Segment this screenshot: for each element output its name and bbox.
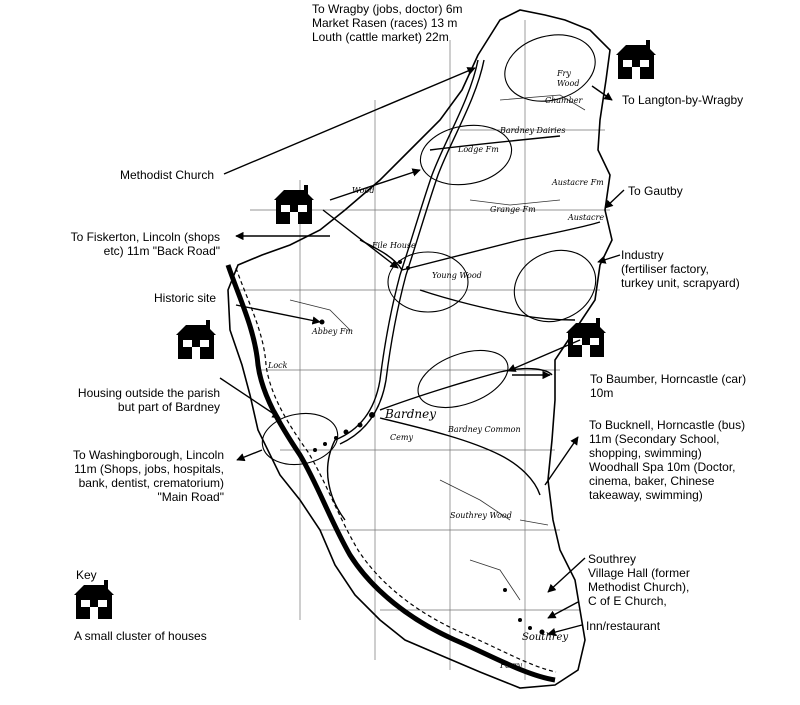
- arrow-langton: [591, 85, 613, 101]
- annotation-line: Woodhall Spa 10m (Doctor,: [589, 460, 736, 474]
- annotation-line: 11m (Shops, jobs, hospitals,: [74, 462, 224, 476]
- annotation-line: etc) 11m "Back Road": [103, 244, 220, 258]
- map-label: Young Wood: [432, 271, 482, 280]
- parish-boundary: [227, 9, 613, 689]
- annotation-industry: Industry (fertiliser factory, turkey uni…: [621, 248, 740, 290]
- map-label: File House: [371, 241, 416, 250]
- annotation-line: cinema, baker, Chinese: [589, 474, 715, 488]
- annotation-line: Village Hall (former: [588, 566, 690, 580]
- annotation-southrey: Southrey Village Hall (former Methodist …: [588, 552, 690, 608]
- arrow-housing-1: [322, 209, 399, 269]
- map-label: Grange Fm: [490, 205, 536, 214]
- annotation-line: 11m (Secondary School,: [589, 432, 720, 446]
- annotation-line: To Baumber, Horncastle (car): [590, 372, 747, 386]
- arrow-southrey-2: [547, 601, 579, 619]
- arrow-baumber-house: [507, 339, 581, 372]
- circle-housing-outside: [261, 412, 339, 466]
- key-description: A small cluster of houses: [74, 629, 207, 643]
- annotation-washingborough: To Washingborough, Lincoln 11m (Shops, j…: [52, 448, 224, 504]
- river-witham: [225, 264, 556, 683]
- annotation-bucknell: To Bucknell, Horncastle (bus) 11m (Secon…: [589, 418, 745, 502]
- map-label: Fry: [556, 69, 571, 78]
- annotation-line: Methodist Church),: [588, 580, 690, 594]
- annotation-housing-outside: Housing outside the parish but part of B…: [60, 386, 220, 414]
- house-cluster-icon: [566, 318, 606, 357]
- map-label: Wood: [352, 186, 374, 195]
- annotation-methodist-church: Methodist Church: [120, 168, 215, 182]
- map-label: Bardney: [384, 407, 436, 421]
- annotation-line: Housing outside the parish: [77, 386, 220, 400]
- map-label: Austacre Fm: [551, 178, 604, 187]
- annotation-wragby: To Wragby (jobs, doctor) 6m Market Rasen…: [312, 2, 463, 44]
- circle-lodge-fm: [419, 124, 513, 186]
- arrow-housing-2: [329, 168, 421, 201]
- annotation-langton: To Langton-by-Wragby: [622, 93, 744, 107]
- annotation-line: takeaway, swimming): [589, 488, 703, 502]
- annotation-line: To Bucknell, Horncastle (bus): [589, 418, 746, 432]
- map-label: Southrey: [522, 632, 568, 643]
- house-cluster-icon: [176, 320, 216, 359]
- annotation-fiskerton: To Fiskerton, Lincoln (shops etc) 11m "B…: [60, 230, 220, 258]
- arrow-bucknell: [544, 436, 579, 486]
- annotation-line: C of E Church,: [588, 594, 667, 608]
- annotation-line: To Washingborough, Lincoln: [73, 448, 224, 462]
- map-grid: [240, 20, 610, 680]
- arrow-housing-outside: [219, 377, 281, 419]
- map-label: Austacre: [567, 213, 604, 222]
- map-label: Bardney Common: [447, 425, 521, 434]
- map-label: Bardney Dairies: [499, 126, 566, 135]
- annotation-inn: Inn/restaurant: [586, 619, 661, 633]
- annotation-historic-site: Historic site: [154, 291, 217, 305]
- house-cluster-icon: [74, 580, 114, 619]
- annotation-line: Industry: [621, 248, 664, 262]
- roads: [327, 59, 601, 521]
- annotation-baumber: To Baumber, Horncastle (car) 10m: [590, 372, 746, 400]
- annotation-line: "Main Road": [157, 490, 224, 504]
- map-label: Abbey Fm: [311, 327, 353, 336]
- arrow-industry: [597, 254, 621, 264]
- annotation-line: (fertiliser factory,: [621, 262, 709, 276]
- arrow-gautby: [604, 189, 625, 209]
- map-label: Lock: [267, 361, 288, 370]
- map-label: Southrey Wood: [450, 511, 512, 520]
- map-label: Chamber: [545, 96, 583, 105]
- circle-baumber-road: [417, 349, 509, 409]
- arrow-washingborough: [236, 449, 263, 462]
- annotation-line: but part of Bardney: [117, 400, 220, 414]
- annotation-gautby: To Gautby: [628, 184, 683, 198]
- annotation-line: To Wragby (jobs, doctor) 6m: [312, 2, 463, 16]
- settlement-marks: [313, 260, 545, 635]
- house-cluster-icon: [274, 185, 314, 224]
- arrow-southrey: [547, 557, 586, 593]
- map-label: Lodge Fm: [457, 145, 499, 154]
- annotation-line: Market Rasen (races) 13 m: [312, 16, 458, 30]
- circle-fry-wood: [504, 34, 596, 102]
- map-label: Wood: [557, 79, 579, 88]
- annotation-line: Southrey: [588, 552, 637, 566]
- annotation-line: 10m: [590, 386, 614, 400]
- annotation-line: turkey unit, scrapyard): [621, 276, 740, 290]
- arrow-inn: [547, 624, 583, 637]
- annotation-line: To Fiskerton, Lincoln (shops: [70, 230, 220, 244]
- annotation-line: bank, dentist, crematorium): [78, 476, 224, 490]
- house-cluster-icon: [616, 40, 656, 79]
- key-title: Key: [76, 568, 97, 582]
- circle-young-wood: [387, 251, 469, 313]
- arrow-methodist-church: [223, 67, 476, 175]
- annotation-line: Louth (cattle market) 22m: [312, 30, 449, 44]
- map-label: Cemy: [390, 433, 413, 442]
- arrow-historic: [235, 304, 321, 325]
- annotation-line: shopping, swimming): [589, 446, 702, 460]
- circle-industry: [513, 249, 597, 323]
- map-label: Ferry: [499, 661, 522, 670]
